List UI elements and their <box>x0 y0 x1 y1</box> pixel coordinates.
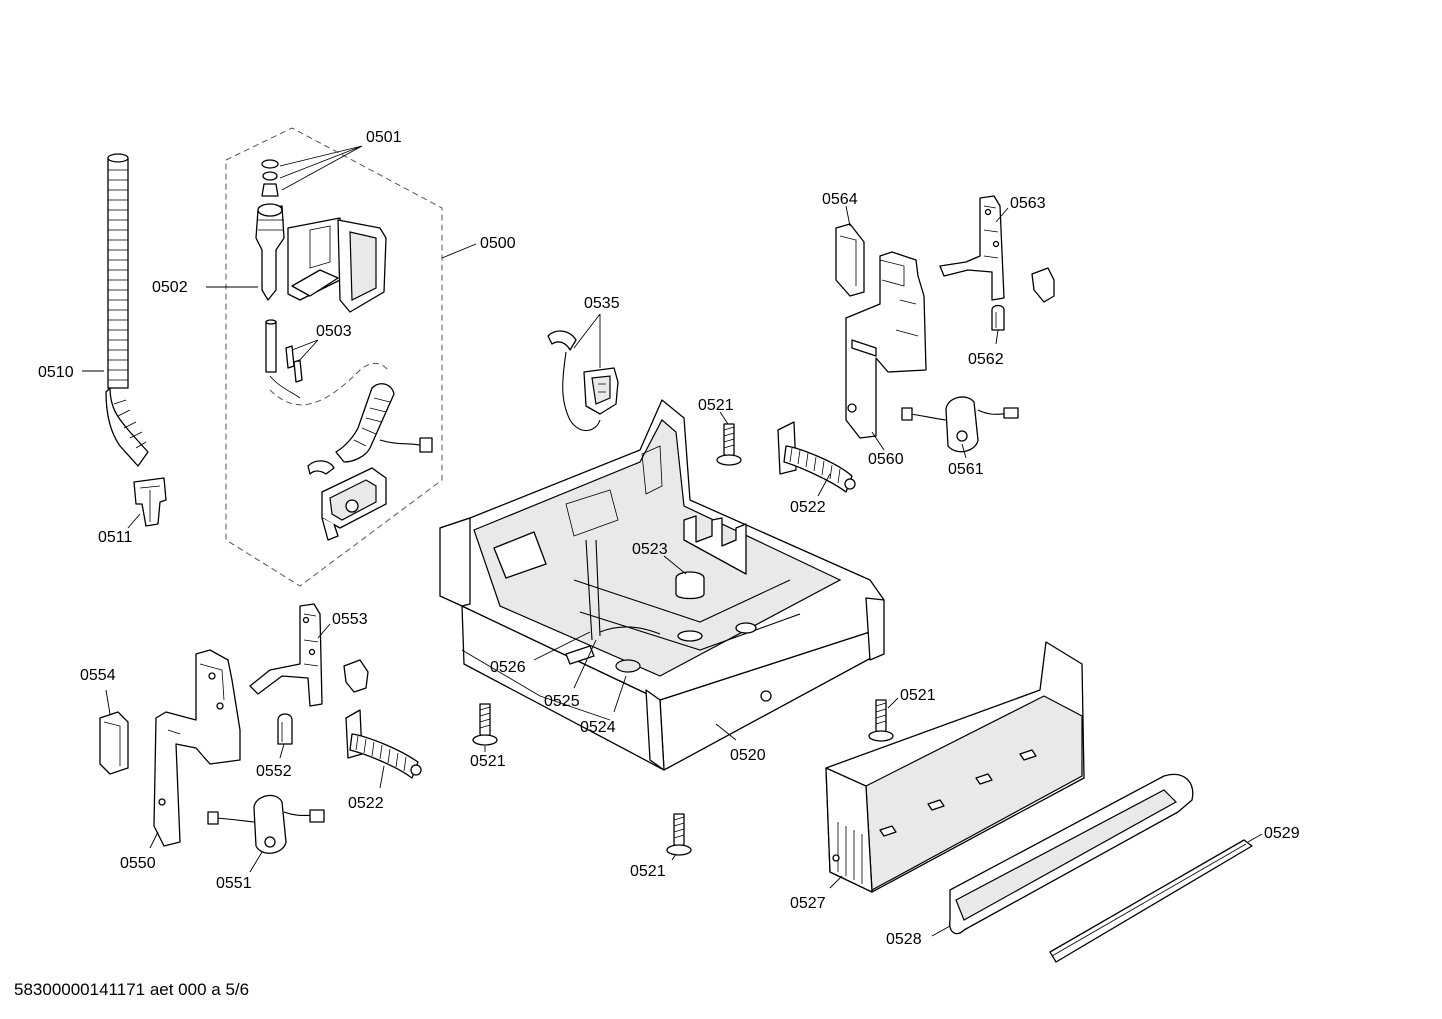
leader-0552 <box>279 743 285 759</box>
screw-0521-c <box>868 699 894 742</box>
kick-plate-0527 <box>825 641 1085 893</box>
label-0502: 0502 <box>152 279 188 296</box>
leader-0528 <box>931 925 951 937</box>
label-0529: 0529 <box>1264 825 1300 842</box>
leader-0529 <box>1247 833 1263 843</box>
leader-0522-b <box>379 765 385 789</box>
cover-strip-0528 <box>949 773 1194 935</box>
label-0521-c: 0521 <box>900 687 936 704</box>
sensor-cable-0535 <box>547 330 619 432</box>
leader-0525 <box>573 639 597 689</box>
clip-0564 <box>835 223 865 297</box>
clip-0554 <box>99 711 129 775</box>
assembly-boundary-0500 <box>225 127 443 587</box>
hinge-spring-0522-a <box>777 421 856 493</box>
leader-0564 <box>845 205 851 227</box>
label-0551: 0551 <box>216 875 252 892</box>
leader-0526-bracket <box>461 649 611 721</box>
leader-0551 <box>249 851 263 873</box>
screw-0521-b <box>472 703 498 746</box>
bracket-0563 <box>939 195 1055 303</box>
leader-0550 <box>149 831 159 849</box>
label-0527: 0527 <box>790 895 826 912</box>
leader-0523 <box>663 555 687 575</box>
drain-hose-0510 <box>105 153 149 467</box>
leader-0500 <box>441 243 477 259</box>
screw-0521-d <box>666 813 692 856</box>
leader-0503 <box>291 339 319 363</box>
leader-0560 <box>871 431 885 451</box>
hinge-bracket-0560 <box>845 251 927 439</box>
drawing-number-footer: 58300000141171 aet 000 a 5/6 <box>14 980 250 999</box>
leader-0562 <box>995 329 999 345</box>
seal-strip-0529 <box>1049 839 1253 963</box>
leader-0563 <box>995 207 1009 223</box>
leader-0535 <box>573 313 601 368</box>
leader-0521-d <box>671 853 677 861</box>
seal-rings-0501 <box>261 159 279 197</box>
leader-0521-c <box>887 697 899 709</box>
inlet-hose-coil <box>307 383 433 475</box>
valve-bracket <box>321 467 387 541</box>
label-0500: 0500 <box>480 235 516 252</box>
leader-0554 <box>105 689 111 715</box>
label-0562: 0562 <box>968 351 1004 368</box>
bracket-0553 <box>249 603 369 707</box>
aquastop-valve-0502 <box>255 203 387 313</box>
label-0550: 0550 <box>120 855 156 872</box>
label-0503: 0503 <box>316 323 352 340</box>
label-0560: 0560 <box>868 451 904 468</box>
hinge-sensor-0551 <box>207 794 325 854</box>
leader-0511 <box>127 513 141 529</box>
label-0521-d: 0521 <box>630 863 666 880</box>
label-0511: 0511 <box>98 529 133 546</box>
label-0553: 0553 <box>332 611 368 628</box>
label-0522-b: 0522 <box>348 795 384 812</box>
leader-0553 <box>317 623 331 639</box>
label-0521-a: 0521 <box>698 397 734 414</box>
label-0552: 0552 <box>256 763 292 780</box>
hinge-spring-0522-b <box>345 709 422 779</box>
screw-0521-a <box>716 423 742 466</box>
leader-0521-a <box>719 411 729 425</box>
label-0554: 0554 <box>80 667 116 684</box>
leader-0527 <box>829 875 843 889</box>
leader-0501 <box>279 145 363 191</box>
hose-clip-0511 <box>133 477 167 527</box>
base-tub-0520 <box>439 399 885 771</box>
label-0525: 0525 <box>544 693 580 710</box>
clip-0552 <box>277 713 293 745</box>
label-0564: 0564 <box>822 191 858 208</box>
label-0535: 0535 <box>584 295 620 312</box>
valve-pins-0503 <box>265 319 303 399</box>
label-0524: 0524 <box>580 719 616 736</box>
label-0501: 0501 <box>366 129 402 146</box>
clip-0562 <box>991 304 1005 331</box>
label-0522-a: 0522 <box>790 499 826 516</box>
hinge-sensor-0561 <box>901 396 1019 453</box>
leader-0522-a <box>817 473 831 497</box>
label-0510: 0510 <box>38 364 74 381</box>
leader-0520 <box>715 723 737 741</box>
label-0528: 0528 <box>886 931 922 948</box>
leader-0524 <box>613 675 627 713</box>
label-0521-b: 0521 <box>470 753 506 770</box>
label-0526: 0526 <box>490 659 526 676</box>
hinge-bracket-0550 <box>153 649 241 847</box>
leader-0561 <box>961 443 967 459</box>
label-0563: 0563 <box>1010 195 1046 212</box>
label-0520: 0520 <box>730 747 766 764</box>
leader-0526 <box>533 631 591 661</box>
label-0523: 0523 <box>632 541 668 558</box>
label-0561: 0561 <box>948 461 984 478</box>
